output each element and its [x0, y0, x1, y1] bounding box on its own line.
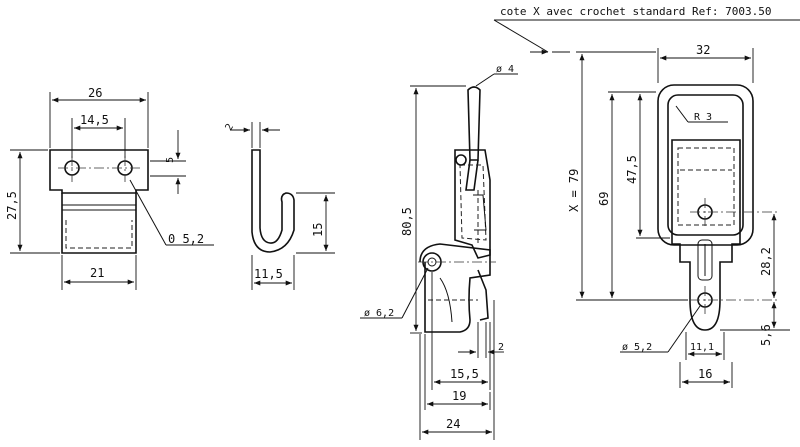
dim-height: 27,5	[5, 191, 19, 220]
base-plate-side-view: 2 15 11,5	[224, 122, 335, 290]
dim-16: 16	[698, 367, 712, 381]
dim-15-5: 15,5	[450, 367, 479, 381]
dim-19: 19	[452, 389, 466, 403]
dim-total-height: 80,5	[400, 207, 414, 236]
dim-hole-dia-front: ø 5,2	[622, 342, 652, 353]
dim-top-width: 32	[696, 43, 710, 57]
dim-radius: R 3	[694, 112, 712, 123]
wire-pivot	[455, 154, 467, 166]
dim-offset: 2	[498, 342, 504, 353]
dim-base: 21	[90, 266, 104, 280]
dim-11-1: 11,1	[690, 342, 714, 353]
dim-pivot-dia: ø 6,2	[364, 308, 394, 319]
dim-hole-dia: 0 5,2	[168, 232, 204, 246]
reference-note: cote X avec crochet standard Ref: 7003.5…	[493, 5, 800, 55]
dim-x: X = 79	[567, 169, 581, 212]
latch-front-view: 32 R 3 X = 79 69 47,5 28,2 5,6 ø 5,2 11,…	[567, 43, 790, 388]
svg-text:cote X avec crochet standard R: cote X avec crochet standard Ref: 7003.5…	[500, 5, 772, 18]
dim-width: 26	[88, 86, 102, 100]
dim-24: 24	[446, 417, 460, 431]
dim-wire: ø 4	[496, 64, 514, 75]
latch-side-view: ø 4 80,5 ø 6,2 2 15,5 19 24	[360, 64, 518, 440]
dim-28-2: 28,2	[759, 247, 773, 276]
dim-hole-spacing: 14,5	[80, 113, 109, 127]
dim-5-6: 5,6	[759, 324, 773, 346]
dim-hook-height: 15	[311, 223, 325, 237]
dim-hook-width: 11,5	[254, 267, 283, 281]
dim-slot: 5	[165, 157, 176, 163]
dim-47-5: 47,5	[625, 155, 639, 184]
dim-69: 69	[597, 192, 611, 206]
dim-thickness: 2	[224, 122, 237, 133]
base-plate-front-view: 26 14,5 5 27,5 21 0 5,2	[5, 86, 214, 290]
